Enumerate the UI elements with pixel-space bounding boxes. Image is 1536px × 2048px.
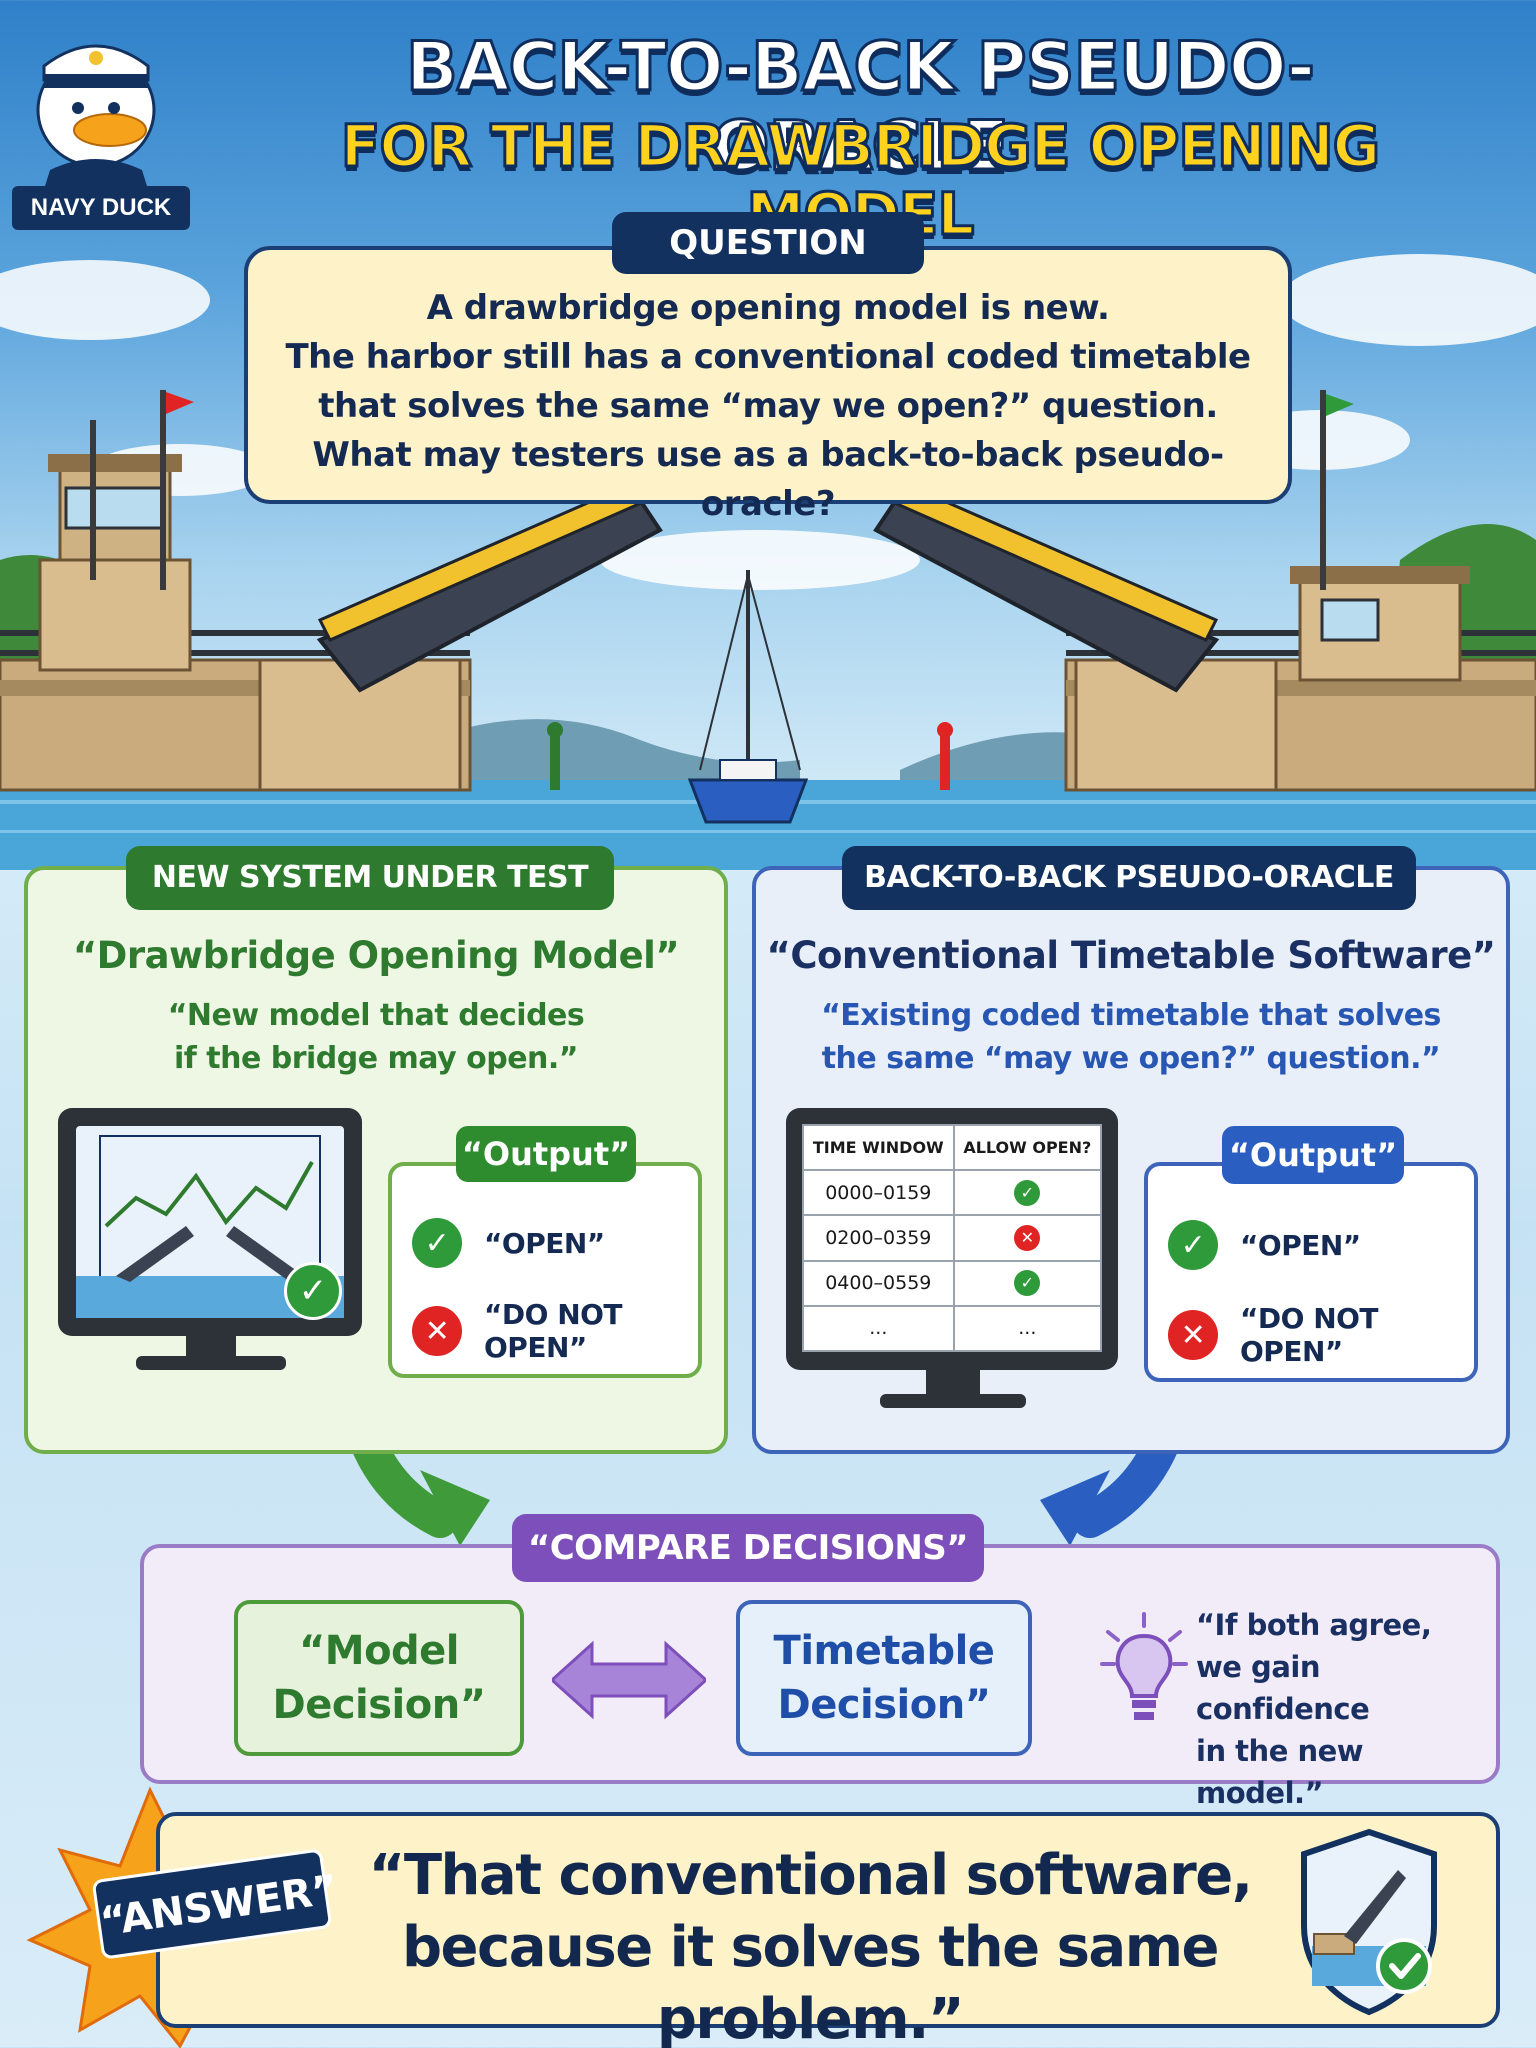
column-header-allow: ALLOW OPEN? — [952, 1123, 1103, 1172]
title-line-1: BACK-TO-BACK PSEUDO-ORACLE — [405, 27, 1317, 188]
output-closed-label: “DO NOT OPEN” — [484, 1298, 623, 1364]
timetable-output-label: “Output” — [1222, 1126, 1404, 1184]
pseudo-oracle-label: BACK-TO-BACK PSEUDO-ORACLE — [842, 846, 1416, 910]
time-cell: 0200–0359 — [802, 1214, 955, 1262]
model-description: “New model that decides if the bridge ma… — [24, 994, 728, 1080]
lightbulb-icon — [1100, 1612, 1188, 1720]
monitor-base — [880, 1394, 1026, 1408]
model-output-box: ✓ “OPEN” ✕ “DO NOT OPEN” — [388, 1162, 702, 1378]
question-line: What may testers use as a back-to-back p… — [312, 435, 1224, 524]
double-arrow-icon — [552, 1640, 706, 1720]
question-label: QUESTION — [612, 212, 924, 274]
column-header-time: TIME WINDOW — [802, 1123, 955, 1172]
cross-icon: ✕ — [1014, 1224, 1041, 1251]
model-name: “Drawbridge Opening Model” — [72, 934, 680, 977]
timetable-output-box: ✓ “OPEN” ✕ “DO NOT OPEN” — [1144, 1162, 1478, 1382]
answer-line: because it solves the same problem.” — [401, 1915, 1220, 2048]
time-cell: 0000–0159 — [802, 1169, 955, 1217]
timetable-decision: Timetable Decision” — [736, 1600, 1032, 1756]
time-cell: ... — [802, 1304, 955, 1353]
insight-line: in the new model.” — [1196, 1734, 1364, 1810]
table-row: ... ... — [802, 1304, 1103, 1353]
system-under-test-label: NEW SYSTEM UNDER TEST — [126, 846, 614, 910]
cross-icon: ✕ — [412, 1306, 462, 1356]
question-line: The harbor still has a conventional code… — [285, 337, 1251, 377]
output-closed-row: ✕ “DO NOT OPEN” — [1168, 1302, 1474, 1368]
time-cell: 0400–0559 — [802, 1259, 955, 1307]
mascot-label: NAVY DUCK — [12, 186, 190, 230]
check-icon: ✓ — [1014, 1179, 1041, 1206]
timetable-description-line: the same “may we open?” question.” — [821, 1041, 1441, 1076]
model-description-line: if the bridge may open.” — [173, 1041, 579, 1076]
insight-line: we gain confidence — [1196, 1650, 1370, 1726]
answer-line: “That conventional software, — [368, 1843, 1253, 1908]
insight-line: “If both agree, — [1196, 1608, 1432, 1642]
model-decision: “Model Decision” — [234, 1600, 524, 1756]
table-row: 0200–0359 ✕ — [802, 1214, 1103, 1262]
output-open-row: ✓ “OPEN” — [1168, 1220, 1361, 1270]
check-icon: ✓ — [1014, 1270, 1041, 1297]
output-open-label: “OPEN” — [484, 1226, 605, 1260]
table-row: 0400–0559 ✓ — [802, 1259, 1103, 1307]
output-closed-label: “DO NOT OPEN” — [1240, 1302, 1379, 1368]
check-icon: ✓ — [1168, 1220, 1218, 1270]
answer-text: “That conventional software, because it … — [320, 1840, 1300, 2048]
timetable-description: “Existing coded timetable that solves th… — [752, 994, 1510, 1080]
allow-cell: ✕ — [952, 1214, 1103, 1262]
check-icon: ✓ — [284, 1262, 342, 1320]
table-row: 0000–0159 ✓ — [802, 1169, 1103, 1217]
timetable-decision-line: Decision” — [777, 1682, 991, 1728]
timetable-decision-line: Timetable — [773, 1628, 995, 1674]
check-icon: ✓ — [412, 1218, 462, 1268]
question-line: A drawbridge opening model is new. — [426, 288, 1110, 328]
question-box: A drawbridge opening model is new. The h… — [244, 246, 1292, 524]
table-header-row: TIME WINDOW ALLOW OPEN? — [802, 1123, 1103, 1172]
model-description-line: “New model that decides — [167, 998, 585, 1033]
bridge-shield-icon — [1301, 1828, 1437, 2016]
allow-cell: ✓ — [952, 1169, 1103, 1217]
monitor-stand — [186, 1334, 236, 1358]
duck-mascot-icon — [36, 44, 156, 196]
model-decision-line: Decision” — [272, 1682, 486, 1728]
output-open-label: “OPEN” — [1240, 1228, 1361, 1262]
compare-label: “COMPARE DECISIONS” — [512, 1514, 984, 1582]
question-line: that solves the same “may we open?” ques… — [318, 386, 1218, 426]
cross-icon: ✕ — [1168, 1310, 1218, 1360]
model-decision-line: “Model — [298, 1628, 460, 1674]
model-output-label: “Output” — [456, 1126, 636, 1182]
output-closed-row: ✕ “DO NOT OPEN” — [412, 1298, 698, 1364]
monitor-base — [136, 1356, 286, 1370]
insight-text: “If both agree, we gain confidence in th… — [1196, 1604, 1486, 1814]
allow-cell: ✓ — [952, 1259, 1103, 1307]
answer-box — [156, 1812, 1500, 2028]
timetable-screen: TIME WINDOW ALLOW OPEN? 0000–0159 ✓ 0200… — [802, 1123, 1103, 1353]
output-open-row: ✓ “OPEN” — [412, 1218, 605, 1268]
timetable-table: TIME WINDOW ALLOW OPEN? 0000–0159 ✓ 0200… — [802, 1123, 1103, 1353]
monitor-stand — [926, 1368, 980, 1396]
timetable-name: “Conventional Timetable Software” — [766, 934, 1496, 977]
timetable-description-line: “Existing coded timetable that solves — [821, 998, 1441, 1033]
allow-cell: ... — [952, 1304, 1103, 1353]
